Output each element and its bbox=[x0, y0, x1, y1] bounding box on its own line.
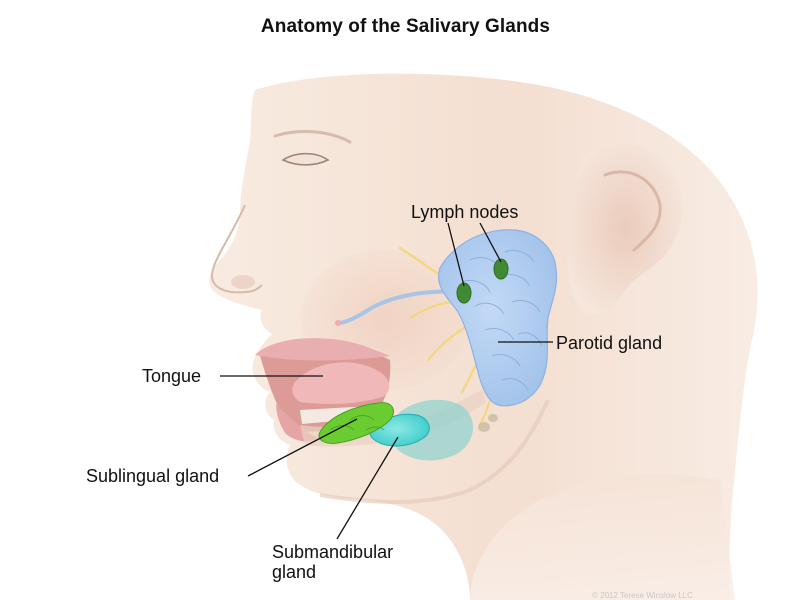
diagram-title: Anatomy of the Salivary Glands bbox=[260, 16, 551, 37]
label-lymph-nodes: Lymph nodes bbox=[411, 202, 519, 222]
ear bbox=[567, 143, 683, 315]
duct-opening bbox=[335, 320, 341, 326]
parotid-duct bbox=[338, 289, 457, 325]
label-sublingual-gland: Sublingual gland bbox=[86, 466, 220, 486]
sublingual-gland bbox=[318, 402, 394, 444]
neck-node-1 bbox=[478, 422, 490, 432]
label-submandibular-line1: Submandibular bbox=[272, 542, 394, 562]
eyebrow bbox=[273, 130, 352, 144]
jaw-line bbox=[319, 399, 550, 504]
label-submandibular-gland: Submandibular gland bbox=[272, 542, 393, 582]
upper-lip bbox=[255, 338, 390, 361]
parotid-gland bbox=[438, 229, 558, 407]
lymph-node-2 bbox=[493, 258, 509, 280]
sublingual-lobules bbox=[329, 415, 385, 431]
label-tongue: Tongue bbox=[142, 366, 202, 386]
pointer-lymph-2 bbox=[479, 222, 502, 263]
pointer-sublingual bbox=[247, 418, 358, 477]
nose bbox=[210, 204, 263, 294]
label-submandibular-line2: gland bbox=[272, 562, 317, 582]
eye bbox=[281, 152, 330, 166]
neck-node-2 bbox=[488, 414, 498, 422]
lymph-node-1 bbox=[456, 282, 472, 304]
nostril bbox=[231, 275, 255, 289]
image-credit: © 2012 Terese Winslow LLC bbox=[592, 591, 693, 600]
tongue bbox=[292, 362, 390, 405]
pointer-submandibular bbox=[336, 436, 399, 540]
neck-shading bbox=[470, 474, 735, 600]
pointer-lines bbox=[220, 222, 553, 540]
label-parotid-gland: Parotid gland bbox=[556, 333, 663, 353]
ear-inner-fold bbox=[603, 170, 662, 252]
pointer-lymph-1 bbox=[447, 222, 465, 287]
